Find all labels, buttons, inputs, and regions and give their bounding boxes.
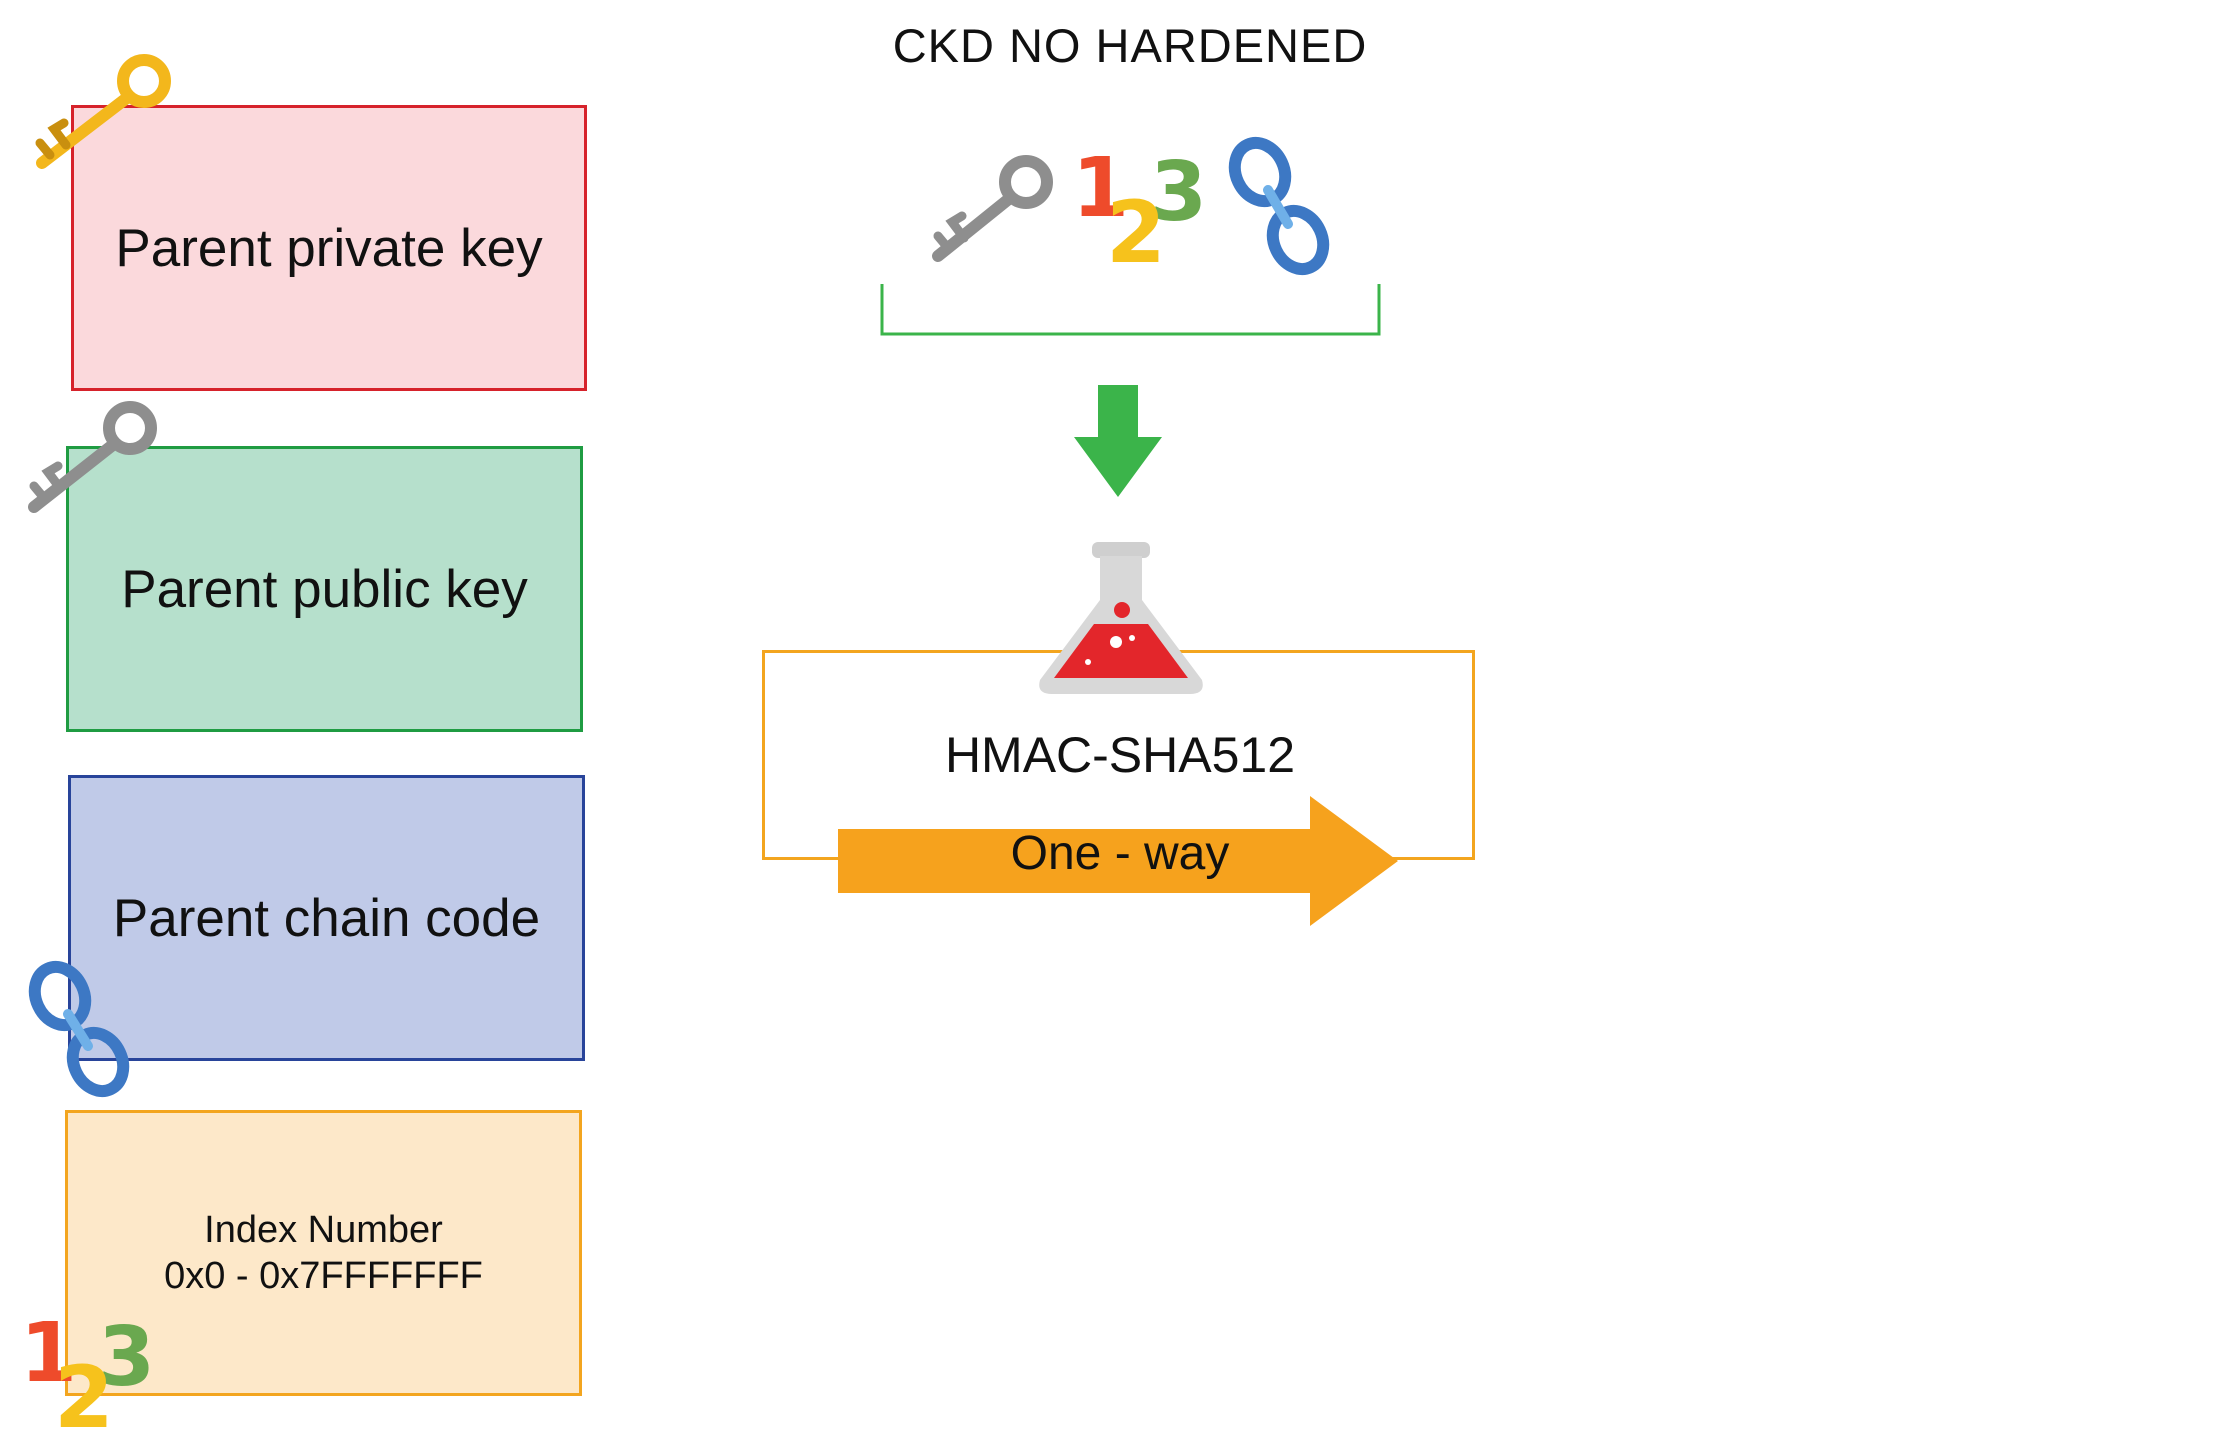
input-group-bracket: [880, 284, 1381, 336]
chain-link-icon: [1228, 136, 1330, 276]
index-number-label: Index Number: [204, 1209, 443, 1251]
numbers-123-icon: 1 3 2: [1072, 141, 1207, 283]
parent-public-key-label: Parent public key: [121, 559, 528, 619]
parent-chain-code-label: Parent chain code: [112, 888, 541, 948]
gray-key-icon: [28, 401, 157, 513]
svg-text:1: 1: [20, 1306, 77, 1401]
svg-text:3: 3: [98, 1310, 155, 1405]
numbers-123-icon: 1 3 2: [20, 1306, 155, 1448]
diagram-title: CKD NO HARDENED: [892, 19, 1368, 72]
parent-chain-code-box: Parent chain code: [68, 775, 585, 1061]
down-arrow-icon: [1074, 385, 1162, 497]
one-way-label: One - way: [1010, 827, 1230, 880]
parent-private-key-label: Parent private key: [115, 218, 543, 278]
hmac-function-label: HMAC-SHA512: [944, 727, 1296, 783]
index-range-label: 0x0 - 0x7FFFFFFF: [164, 1255, 483, 1297]
svg-text:2: 2: [1106, 183, 1166, 283]
one-way-arrow-icon: [838, 796, 1398, 926]
flask-icon: [1039, 542, 1203, 694]
parent-public-key-box: Parent public key: [66, 446, 583, 732]
svg-text:1: 1: [1072, 141, 1129, 236]
chain-link-icon: [28, 960, 130, 1098]
gold-key-icon: [35, 54, 171, 169]
index-number-box: Index Number 0x0 - 0x7FFFFFFF: [65, 1110, 582, 1396]
parent-private-key-box: Parent private key: [71, 105, 587, 391]
svg-text:2: 2: [54, 1348, 114, 1448]
svg-text:3: 3: [1150, 145, 1207, 240]
gray-key-icon: [932, 155, 1053, 262]
